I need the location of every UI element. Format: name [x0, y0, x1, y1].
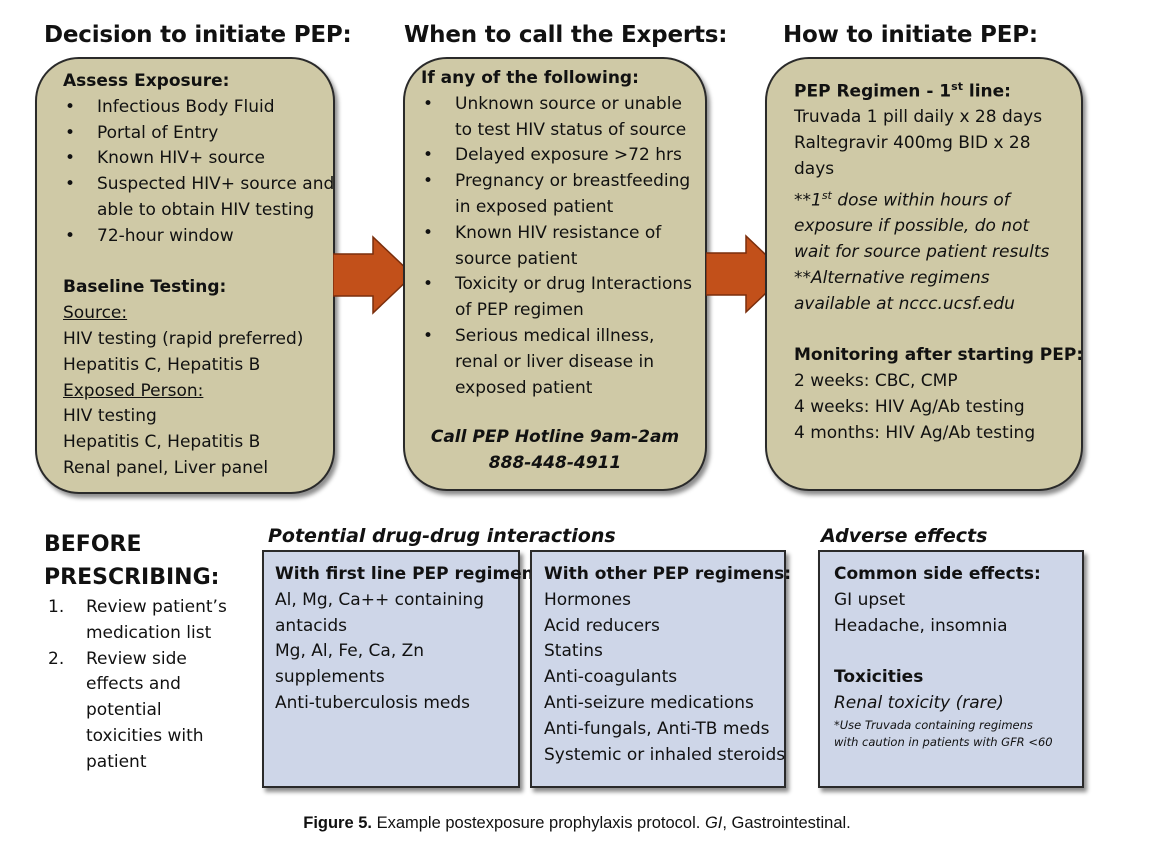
- common-side-effects-title: Common side effects:: [834, 564, 1041, 584]
- interaction-line: Hormones: [544, 589, 631, 610]
- list-item: Serious medical illness,renal or liver d…: [421, 324, 692, 401]
- assess-exposure-list: Infectious Body Fluid Portal of Entry Kn…: [63, 95, 334, 250]
- exposed-line: Renal panel, Liver panel: [63, 457, 269, 478]
- adverse-effects-heading: Adverse effects: [821, 525, 988, 547]
- regimen-title: PEP Regimen - 1st line:: [794, 80, 1011, 102]
- list-item: Portal of Entry: [63, 121, 334, 147]
- interaction-line: Systemic or inhaled steroids: [544, 744, 786, 765]
- interaction-line: Statins: [544, 641, 603, 662]
- monitoring-line: 4 weeks: HIV Ag/Ab testing: [794, 396, 1025, 417]
- baseline-testing-title: Baseline Testing:: [63, 277, 227, 298]
- adverse-effects-content: Common side effects: GI upset Headache, …: [834, 562, 1053, 751]
- exposed-person-label: Exposed Person:: [63, 380, 204, 401]
- interactions-heading: Potential drug-drug interactions: [268, 525, 616, 547]
- experts-heading: When to call the Experts:: [404, 22, 728, 48]
- first-line-interactions-panel: [262, 550, 520, 788]
- list-item: 72-hour window: [63, 224, 334, 250]
- interaction-line: Mg, Al, Fe, Ca, Zn: [275, 641, 425, 662]
- truvada-caution-note: *Use Truvada containing regimens with ca…: [834, 717, 1053, 749]
- note-line: exposure if possible, do not: [794, 216, 1030, 237]
- other-interactions-panel: [530, 550, 786, 788]
- list-item: Infectious Body Fluid: [63, 95, 334, 121]
- first-dose-note: **1st dose within hours of: [794, 188, 1010, 211]
- monitoring-line: 4 months: HIV Ag/Ab testing: [794, 422, 1036, 443]
- arrow-right-icon: [333, 235, 415, 315]
- source-label: Source:: [63, 303, 128, 324]
- experts-intro: If any of the following:: [421, 68, 639, 88]
- other-regimens-title: With other PEP regimens:: [544, 564, 792, 584]
- interaction-line: Anti-fungals, Anti-TB meds: [544, 718, 770, 739]
- regimen-line: Truvada 1 pill daily x 28 days: [794, 107, 1043, 128]
- initiate-box: [765, 57, 1083, 491]
- regimen-line: Raltegravir 400mg BID x 28: [794, 133, 1031, 154]
- adverse-effects-panel: [818, 550, 1084, 788]
- interaction-line: Anti-tuberculosis meds: [275, 692, 470, 713]
- note-line: wait for source patient results: [794, 242, 1050, 263]
- caption-abbreviation: GI: [704, 814, 723, 832]
- first-line-interactions-content: With first line PEP regimen: Al, Mg, Ca+…: [275, 562, 541, 717]
- exposed-line: Hepatitis C, Hepatitis B: [63, 432, 261, 453]
- interaction-line: Anti-coagulants: [544, 667, 678, 688]
- interaction-line: Anti-seizure medications: [544, 692, 754, 713]
- monitoring-title: Monitoring after starting PEP:: [794, 345, 1084, 366]
- pep-hotline: Call PEP Hotline 9am-2am 888-448-4911: [430, 427, 680, 473]
- first-line-title: With first line PEP regimen:: [275, 564, 541, 584]
- caption-text: Example postexposure prophylaxis protoco…: [372, 814, 705, 832]
- interaction-line: supplements: [275, 667, 385, 688]
- figure-caption: Figure 5. Example postexposure prophylax…: [0, 814, 1154, 833]
- exposed-line: HIV testing: [63, 406, 157, 427]
- continuation-text: able to obtain HIV testing: [97, 199, 315, 220]
- source-line: HIV testing (rapid preferred): [63, 328, 304, 349]
- initiate-content: PEP Regimen - 1st line: Truvada 1 pill d…: [794, 74, 1083, 446]
- regimen-line: days: [794, 159, 835, 180]
- side-effect-line: GI upset: [834, 589, 906, 610]
- side-effect-line: Headache, insomnia: [834, 615, 1008, 636]
- figure-label: Figure 5.: [303, 814, 372, 832]
- interaction-line: Acid reducers: [544, 615, 660, 636]
- caption-text: , Gastrointestinal.: [722, 814, 851, 832]
- list-item-continuation: able to obtain HIV testing: [63, 198, 334, 224]
- decision-heading: Decision to initiate PEP:: [44, 22, 352, 48]
- list-item: Delayed exposure >72 hrs: [421, 143, 692, 169]
- list-item: Known HIV+ source: [63, 146, 334, 172]
- note-line: available at nccc.ucsf.edu: [794, 293, 1015, 314]
- assess-exposure-title: Assess Exposure:: [63, 71, 230, 91]
- decision-content: Assess Exposure: Infectious Body Fluid P…: [63, 69, 334, 482]
- interaction-line: antacids: [275, 615, 347, 636]
- before-prescribing-heading: BEFORE PRESCRIBING:: [44, 532, 220, 590]
- monitoring-line: 2 weeks: CBC, CMP: [794, 371, 958, 392]
- source-line: Hepatitis C, Hepatitis B: [63, 354, 261, 375]
- interaction-line: Al, Mg, Ca++ containing: [275, 589, 484, 610]
- other-interactions-content: With other PEP regimens: Hormones Acid r…: [544, 562, 791, 768]
- note-line: **Alternative regimens: [794, 267, 990, 288]
- initiate-heading: How to initiate PEP:: [783, 22, 1038, 48]
- renal-toxicity-line: Renal toxicity (rare): [834, 692, 1004, 713]
- toxicities-title: Toxicities: [834, 667, 924, 688]
- list-item: Suspected HIV+ source and: [63, 172, 334, 198]
- experts-content: If any of the following: Unknown source …: [421, 66, 692, 401]
